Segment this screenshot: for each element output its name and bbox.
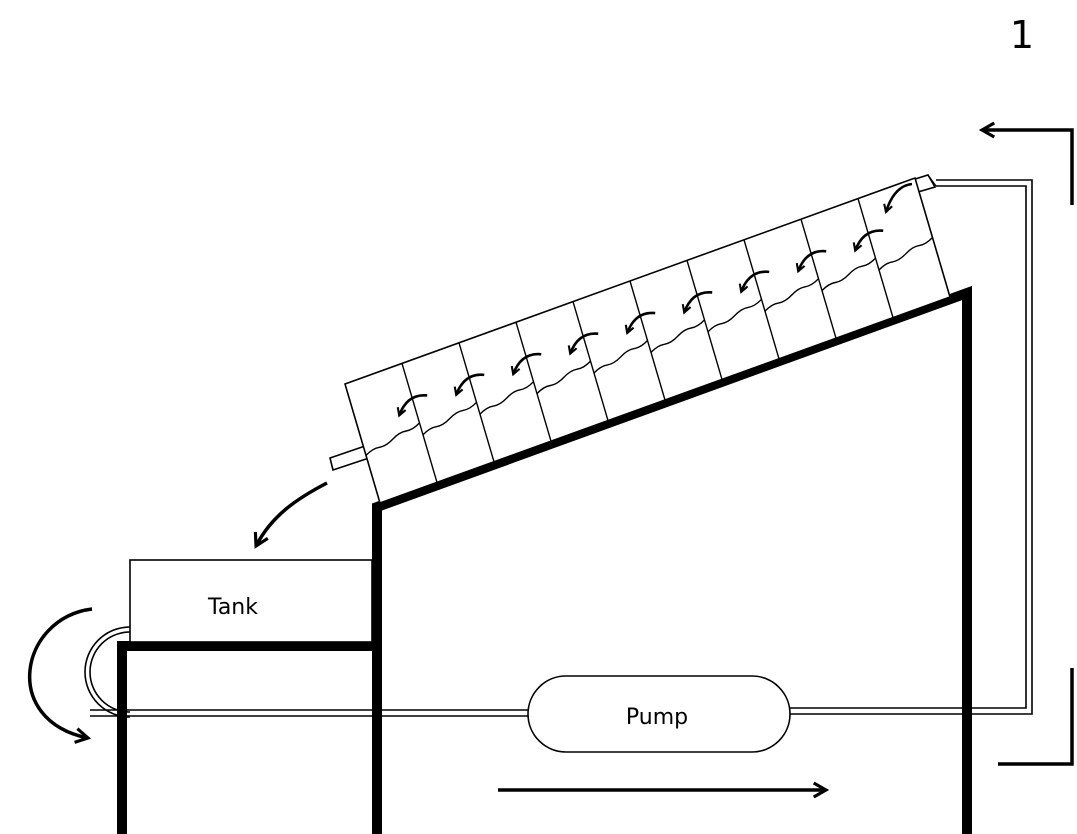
small-flow-arrow-icon	[795, 249, 827, 274]
arrow-left-icon	[978, 121, 1074, 205]
water-line	[650, 319, 706, 353]
water-line	[593, 340, 649, 374]
small-flow-arrow-icon	[510, 352, 542, 377]
pump: Pump	[527, 675, 791, 753]
small-flow-arrow-icon	[567, 332, 599, 356]
small-flow-arrow-icon	[396, 394, 428, 418]
water-line	[764, 278, 820, 312]
small-flow-arrow-icon	[738, 270, 770, 294]
arrow-left-icon	[998, 668, 1074, 766]
water-line	[365, 422, 421, 456]
water-line	[821, 257, 877, 292]
pump-label: Pump	[626, 705, 688, 730]
flow-arrows	[27, 121, 1074, 799]
sloped-roof-frame	[372, 285, 972, 834]
stepped-trough	[329, 174, 951, 505]
small-flow-arrow-icon	[624, 311, 656, 336]
water-line	[878, 237, 934, 271]
curved-arrow-icon	[27, 607, 93, 744]
small-flow-arrow-icon	[883, 182, 913, 215]
water-line	[536, 360, 592, 395]
tank: Tank	[129, 559, 373, 643]
water-line	[422, 401, 478, 436]
figure-number: 1	[1010, 13, 1034, 57]
outlet-pipe	[329, 444, 373, 472]
water-line	[707, 298, 763, 333]
stand-structure	[117, 285, 972, 834]
small-flow-arrow-icon	[681, 291, 713, 315]
curved-arrow-icon	[253, 481, 328, 549]
small-flow-arrow-icon	[852, 229, 884, 253]
water-line	[479, 381, 535, 415]
pipe-loop	[84, 179, 1033, 718]
tank-label: Tank	[207, 595, 258, 620]
small-flow-arrow-icon	[453, 373, 485, 397]
left-pillar	[117, 641, 377, 834]
